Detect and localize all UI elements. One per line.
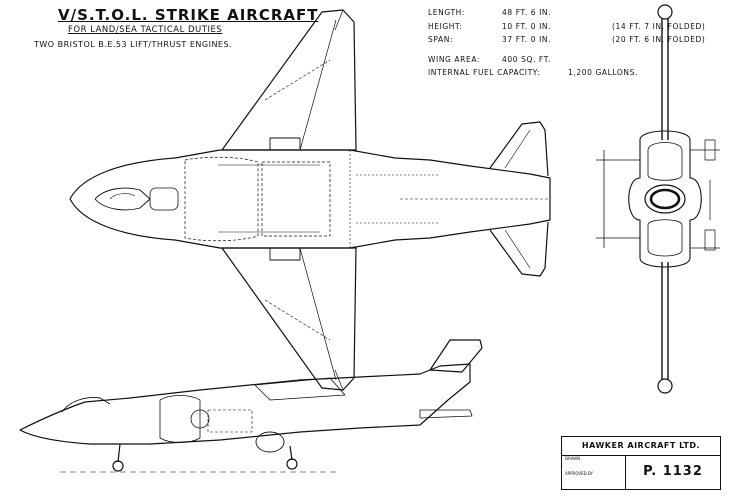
- drawing-subtitle: FOR LAND/SEA TACTICAL DUTIES: [68, 25, 223, 35]
- approved-label: APPROVED BY: [565, 470, 594, 476]
- drawing-number: P. 1132: [643, 464, 703, 479]
- side-view: [19, 339, 483, 473]
- title-block-signatures: DRAWN APPROVED BY: [562, 455, 626, 489]
- specifications-list: LENGTH: 48 FT. 6 IN. HEIGHT: 10 FT. 0 IN…: [428, 6, 705, 80]
- drawing-title: V/S.T.O.L. STRIKE AIRCRAFT: [58, 6, 319, 24]
- engines-note: TWO BRISTOL B.E.53 LIFT/THRUST ENGINES.: [34, 40, 233, 49]
- front-view: [596, 4, 720, 394]
- plan-view: [69, 9, 551, 391]
- title-block: HAWKER AIRCRAFT LTD. DRAWN APPROVED BY P…: [561, 436, 721, 490]
- drawn-label: DRAWN: [565, 456, 581, 461]
- spec-length: LENGTH: 48 FT. 6 IN.: [428, 8, 552, 17]
- spec-height: HEIGHT: 10 FT. 0 IN. (14 FT. 7 IN. FOLDE…: [428, 21, 706, 31]
- spec-span: SPAN: 37 FT. 0 IN. (20 FT. 6 IN. FOLDED): [428, 35, 706, 44]
- spec-wing-area: WING AREA: 400 SQ. FT.: [428, 54, 551, 64]
- company-name: HAWKER AIRCRAFT LTD.: [562, 437, 720, 456]
- spec-fuel: INTERNAL FUEL CAPACITY: 1,200 GALLONS.: [428, 68, 638, 77]
